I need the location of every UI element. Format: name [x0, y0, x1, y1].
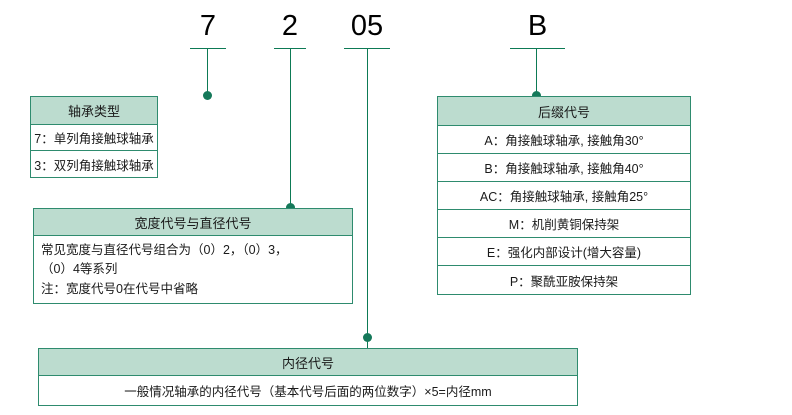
table-bore-code-header: 内径代号 [39, 349, 577, 376]
table-row: AC：角接触球轴承, 接触角25° [438, 182, 690, 210]
table-row: A：角接触球轴承, 接触角30° [438, 126, 690, 154]
table-suffix-code-header: 后缀代号 [438, 97, 690, 126]
table-row: B：角接触球轴承, 接触角40° [438, 154, 690, 182]
code-char-suffix: B [527, 10, 548, 42]
connector-dot-type [203, 91, 212, 100]
connector-line-suffix [536, 48, 537, 96]
connector-line-width [290, 48, 291, 208]
code-underline-suffix [510, 48, 565, 49]
table-text-line: 常见宽度与直径代号组合为（0）2，（0）3， [41, 243, 288, 257]
table-width-diameter-header: 宽度代号与直径代号 [34, 209, 352, 236]
table-row: E：强化内部设计(增大容量) [438, 238, 690, 266]
table-row: 一般情况轴承的内径代号（基本代号后面的两位数字）×5=内径mm [124, 385, 492, 399]
table-text-line: 注：宽度代号0在代号中省略 [41, 281, 198, 296]
connector-dot-width [286, 203, 295, 212]
code-char-width: 2 [281, 10, 299, 42]
connector-dot-bore [363, 333, 372, 342]
connector-line-type [207, 48, 208, 96]
table-row: 7：单列角接触球轴承 [31, 125, 157, 151]
table-text-line: （0）4等系列 [41, 262, 118, 277]
code-char-type: 7 [199, 10, 217, 42]
table-bore-code: 内径代号 一般情况轴承的内径代号（基本代号后面的两位数字）×5=内径mm [38, 348, 578, 406]
table-row: 3：双列角接触球轴承 [34, 158, 154, 173]
code-underline-type [190, 48, 226, 49]
connector-dot-suffix [532, 91, 541, 100]
table-width-diameter: 宽度代号与直径代号 常见宽度与直径代号组合为（0）2，（0）3， （0）4等系列… [33, 208, 353, 305]
code-char-bore: 05 [350, 10, 384, 42]
table-row: M：机削黄铜保持架 [438, 210, 690, 238]
table-width-diameter-body: 常见宽度与直径代号组合为（0）2，（0）3， （0）4等系列 注：宽度代号0在代… [34, 236, 352, 303]
table-bearing-type-header: 轴承类型 [31, 97, 157, 125]
table-row: P：聚酰亚胺保持架 [509, 274, 619, 289]
table-suffix-code: 后缀代号 A：角接触球轴承, 接触角30° B：角接触球轴承, 接触角40° A… [437, 96, 691, 295]
table-bearing-type: 轴承类型 7：单列角接触球轴承 3：双列角接触球轴承 [30, 96, 158, 178]
connector-line-bore [367, 48, 368, 348]
